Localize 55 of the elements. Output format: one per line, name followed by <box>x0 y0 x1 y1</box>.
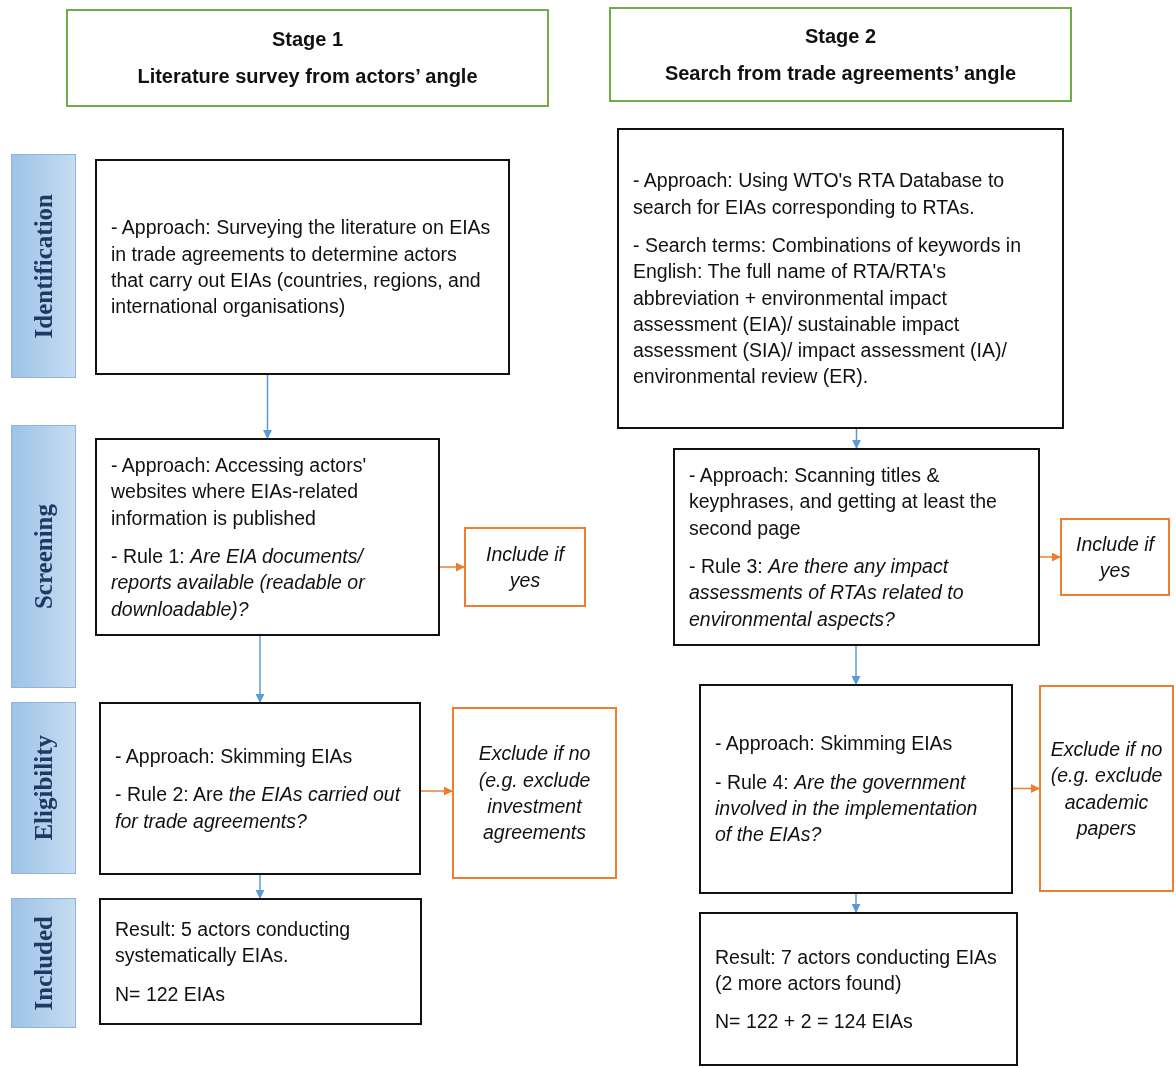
process-box <box>617 128 1064 429</box>
arrow <box>420 786 453 796</box>
phase-band <box>11 154 76 378</box>
arrow <box>263 374 272 439</box>
box-text: - Search terms: Combinations of keywords in English: The full name of RTA/RTA's abbreviation + environmental impact assessment (EIA)/ sustainable impact assessment (SIA)/ impact assessment (IA)/ environmental review (ER). <box>633 232 1022 390</box>
arrow <box>851 645 861 685</box>
arrow <box>1012 784 1040 793</box>
stage-header-box <box>66 9 549 107</box>
phase-label: Identification <box>29 193 58 339</box>
arrow <box>851 893 861 913</box>
header-text: Stage 2 <box>804 24 877 48</box>
note-text: Include if yes <box>484 541 567 593</box>
arrow <box>439 562 465 572</box>
stage-header-box <box>609 7 1072 102</box>
box-text: Result: 5 actors conducting systematically EIAs. <box>115 917 352 969</box>
process-box <box>95 438 440 636</box>
phase-label: Included <box>29 915 58 1011</box>
header-text: Literature survey from actors’ angle <box>137 65 478 88</box>
box-text: Result: 7 actors conducting EIAs (2 more actors found) <box>715 944 998 996</box>
decision-note-box <box>1060 518 1170 596</box>
header-text: Search from trade agreements’ angle <box>664 61 1017 85</box>
arrow <box>1039 552 1061 562</box>
phase-band <box>11 702 76 874</box>
note-text: Exclude if no (e.g. exclude academic papers <box>1049 736 1164 841</box>
decision-note-box <box>1039 685 1174 892</box>
box-text: N= 122 + 2 = 124 EIAs <box>715 1009 914 1035</box>
box-text: - Rule 1: Are EIA documents/ reports available (readable or downloadable)? <box>111 544 367 622</box>
arrow <box>852 428 861 449</box>
box-text: - Approach: Skimming EIAs <box>115 744 354 770</box>
box-text: N= 122 EIAs <box>115 981 227 1007</box>
phase-label: Eligibility <box>29 735 58 841</box>
process-box <box>673 448 1040 646</box>
phase-band <box>11 425 76 688</box>
arrow <box>255 635 265 703</box>
note-text: Include if yes <box>1074 531 1157 583</box>
process-box <box>99 702 421 875</box>
process-box <box>699 912 1018 1066</box>
box-text: - Approach: Scanning titles & keyphrases, and getting at least the second page <box>689 463 998 541</box>
box-text: - Rule 4: Are the government involved in the implementation of the EIAs? <box>715 769 979 848</box>
phase-band <box>11 898 76 1028</box>
process-box <box>95 159 510 375</box>
decision-note-box <box>464 527 586 607</box>
phase-label: Screening <box>29 503 58 610</box>
box-text: - Approach: Skimming EIAs <box>715 731 954 757</box>
process-box <box>99 898 422 1025</box>
arrow <box>255 874 265 899</box>
box-text: - Rule 2: Are the EIAs carried out for trade agreements? <box>115 782 402 834</box>
box-text: - Rule 3: Are there any impact assessments of RTAs related to environmental aspects? <box>689 554 965 632</box>
box-text: - Approach: Accessing actors' websites where EIAs-related information is published <box>111 453 368 531</box>
box-text: - Approach: Surveying the literature on EIAs in trade agreements to determine actors that carry out EIAs (countries, regions, and international organisations) <box>111 215 492 320</box>
decision-note-box <box>452 707 617 879</box>
note-text: Exclude if no (e.g. exclude investment agreements <box>477 741 592 846</box>
process-box <box>699 684 1013 894</box>
header-text: Stage 1 <box>271 28 344 51</box>
box-text: - Approach: Using WTO's RTA Database to search for EIAs corresponding to RTAs. <box>633 168 1006 220</box>
